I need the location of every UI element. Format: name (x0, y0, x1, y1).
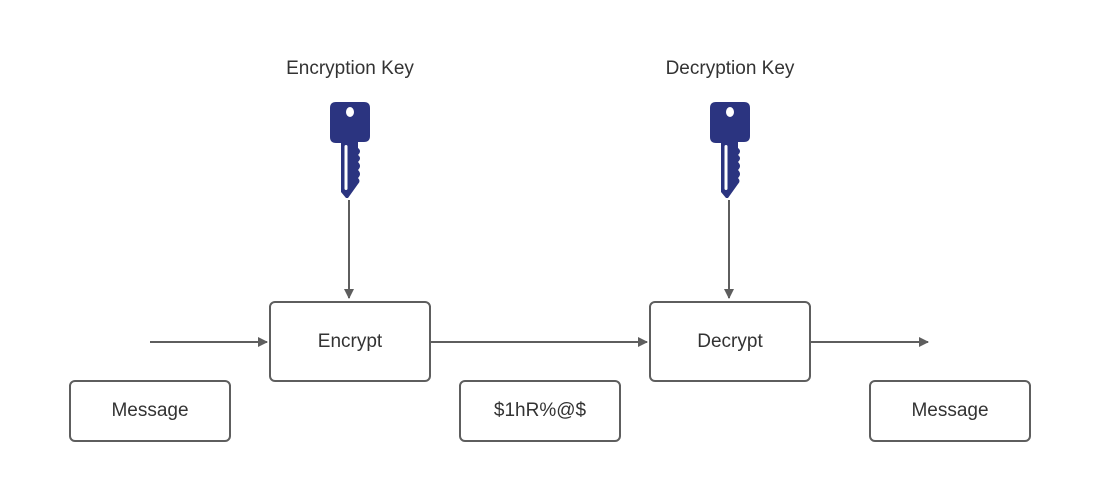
encrypt-box: Encrypt (269, 301, 431, 382)
encryption-key-label: Encryption Key (286, 58, 414, 79)
key-icon (710, 102, 750, 198)
key-icon (330, 102, 370, 198)
decryption-key-label: Decryption Key (665, 58, 795, 79)
message-input-box: Message (69, 380, 231, 442)
message-output-box: Message (869, 380, 1031, 442)
ciphertext-box: $1hR%@$ (459, 380, 621, 442)
decrypt-box: Decrypt (649, 301, 811, 382)
